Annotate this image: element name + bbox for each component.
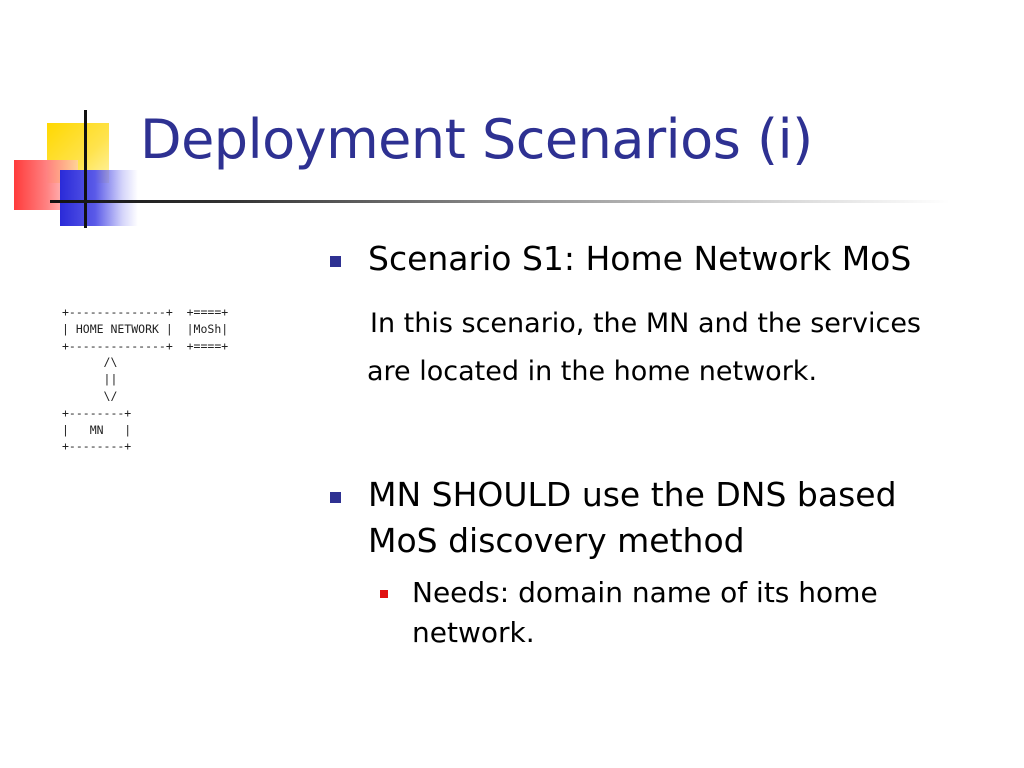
decor-vertical-line xyxy=(84,110,87,228)
paragraph-line: In this scenario, the MN and the service… xyxy=(370,308,921,339)
bullet-square-icon xyxy=(330,492,341,503)
ascii-network-diagram: +--------------+ +====+ | HOME NETWORK |… xyxy=(62,305,229,454)
paragraph-line: are located in the home network. xyxy=(367,356,818,387)
sub-bullet-square-icon xyxy=(380,590,388,598)
bullet-text: Scenario S1: Home Network MoS xyxy=(368,239,912,278)
sub-bullet-text: Needs: domain name of its home xyxy=(412,576,878,609)
slide-title: Deployment Scenarios (i) xyxy=(140,108,813,171)
title-underline xyxy=(50,200,950,203)
bullet-text: MN SHOULD use the DNS based xyxy=(368,475,897,514)
decor-blue-square xyxy=(60,170,138,226)
bullet-text: MoS discovery method xyxy=(368,521,745,560)
sub-bullet-text: network. xyxy=(412,616,535,649)
bullet-square-icon xyxy=(330,256,341,267)
